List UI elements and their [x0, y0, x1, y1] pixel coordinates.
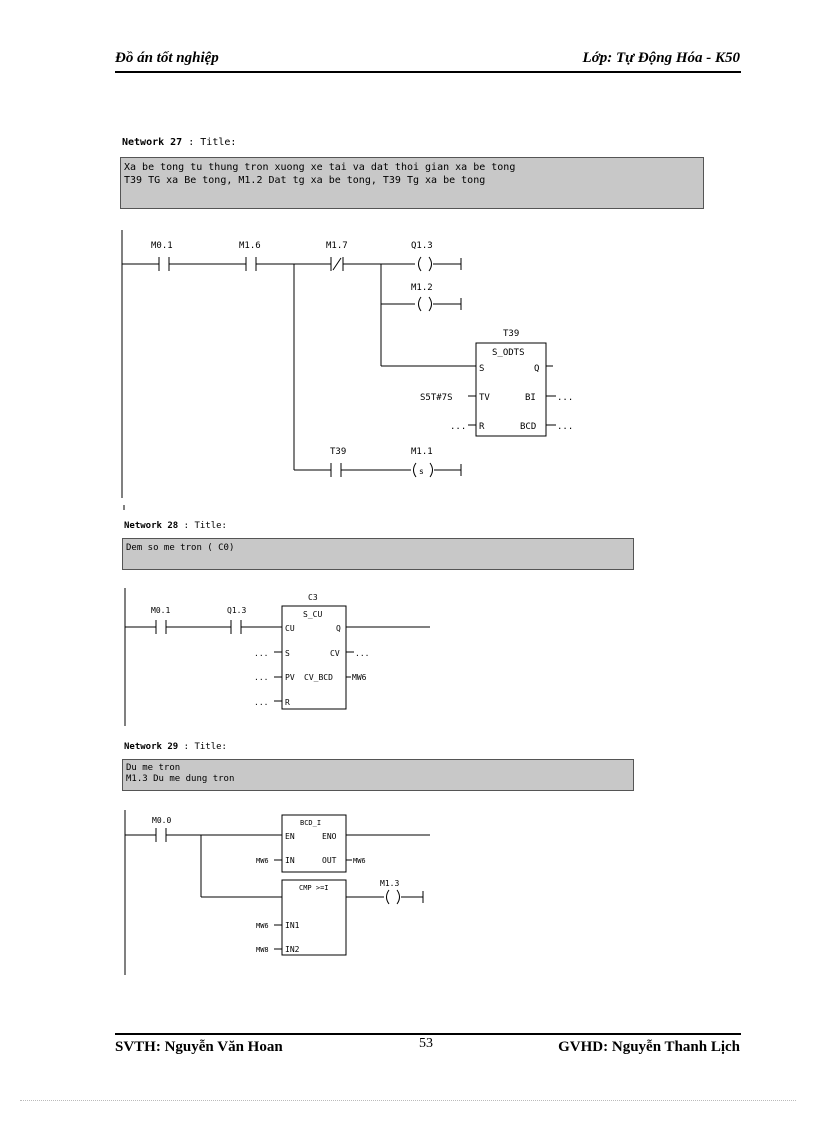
svg-text:...: ...	[355, 649, 369, 658]
svg-text:M1.3: M1.3	[380, 879, 399, 888]
svg-text:MW8: MW8	[256, 946, 269, 954]
network-28-title: Network 28 : Title:	[124, 521, 227, 531]
network-28-title-text: : Title:	[178, 521, 227, 531]
svg-text:ENO: ENO	[322, 832, 337, 841]
contact-m0-1: M0.1	[151, 606, 170, 634]
svg-text:...: ...	[450, 422, 466, 432]
footer-left-text: SVTH: Nguyễn Văn Hoan	[115, 1039, 283, 1055]
svg-text:Q1.3: Q1.3	[227, 606, 246, 615]
svg-text:s: s	[419, 467, 424, 476]
bcd-type: BCD_I	[300, 819, 321, 827]
network-27-comment: Xa be tong tu thung tron xuong xe tai va…	[120, 157, 704, 209]
contact-m0-0: M0.0	[152, 816, 171, 842]
contact-q1-3: Q1.3	[227, 606, 246, 634]
svg-text:CV_BCD: CV_BCD	[304, 673, 333, 682]
header-left-text: Đồ án tốt nghiệp	[115, 50, 219, 66]
svg-text:PV: PV	[285, 673, 295, 682]
contact-label: M0.1	[151, 241, 173, 251]
page-edge-divider	[20, 1100, 796, 1101]
coil-m1-2: M1.2	[411, 283, 433, 312]
contact-m1-7-nc: M1.7	[326, 241, 348, 271]
svg-text:...: ...	[254, 698, 268, 707]
svg-text:CU: CU	[285, 624, 295, 633]
svg-text:Q: Q	[336, 624, 341, 633]
network-29-title-text: : Title:	[178, 742, 227, 752]
svg-text:...: ...	[557, 393, 573, 403]
bcd-i-box: BCD_I EN ENO IN MW6 OUT MW6	[256, 814, 430, 873]
header-right-text: Lớp: Tự Động Hóa - K50	[582, 50, 740, 66]
svg-text:BI: BI	[525, 393, 536, 403]
svg-text:Q: Q	[534, 364, 539, 374]
svg-text:M0.1: M0.1	[151, 606, 170, 615]
coil-label: M1.2	[411, 283, 433, 293]
coil-label: M1.1	[411, 447, 433, 457]
contact-label: T39	[330, 447, 346, 457]
svg-text:IN: IN	[285, 856, 295, 865]
page-number: 53	[419, 1036, 433, 1051]
svg-text:R: R	[479, 422, 485, 432]
header-rule	[115, 71, 741, 73]
network-27-title: Network 27 : Title:	[122, 137, 236, 148]
svg-text:EN: EN	[285, 832, 295, 841]
contact-label: M1.7	[326, 241, 348, 251]
svg-text:...: ...	[557, 422, 573, 432]
timer-name: T39	[503, 329, 519, 339]
coil-m1-1-set: s M1.1	[411, 447, 433, 478]
svg-text:M0.0: M0.0	[152, 816, 171, 825]
svg-text:OUT: OUT	[322, 856, 337, 865]
coil-q1-3: Q1.3	[411, 241, 433, 272]
counter-type: S_CU	[303, 610, 322, 619]
svg-text:S: S	[479, 364, 484, 374]
network-27-ladder: M0.1 M1.6 M1.7 Q1.3 M1.2	[121, 230, 573, 510]
network-29-title: Network 29 : Title:	[124, 742, 227, 752]
contact-m1-6: M1.6	[239, 241, 261, 271]
counter-name: C3	[308, 593, 318, 602]
footer-rule	[115, 1033, 741, 1035]
svg-text:R: R	[285, 698, 290, 707]
network-28-comment: Dem so me tron ( C0)	[122, 538, 634, 570]
svg-text:...: ...	[254, 673, 268, 682]
contact-t39: T39	[330, 447, 346, 477]
timer-tv-value: S5T#7S	[420, 393, 453, 403]
svg-text:S: S	[285, 649, 290, 658]
cmp-type: CMP >=I	[299, 884, 329, 892]
svg-text:MW6: MW6	[352, 673, 367, 682]
network-29-comment: Du me tron M1.3 Du me dung tron	[122, 759, 634, 791]
timer-type: S_ODTS	[492, 348, 525, 358]
svg-text:MW6: MW6	[353, 857, 366, 865]
svg-text:BCD: BCD	[520, 422, 536, 432]
network-28-ladder: M0.1 Q1.3 C3 S_CU CU Q S ... CV ... PV .…	[124, 588, 430, 726]
timer-t39: T39 S_ODTS S Q TV BI ... S5T#7S R BCD ..…	[420, 329, 573, 437]
network-27-title-text: : Title:	[182, 137, 237, 148]
network-28-label: Network 28	[124, 521, 179, 531]
network-29-ladder: M0.0 BCD_I EN ENO IN MW6 OUT MW6 CMP >=I…	[124, 810, 430, 975]
svg-text:CV: CV	[330, 649, 340, 658]
coil-label: Q1.3	[411, 241, 433, 251]
svg-text:MW6: MW6	[256, 857, 269, 865]
contact-m0-1: M0.1	[151, 241, 173, 271]
coil-m1-3: M1.3	[380, 879, 400, 905]
svg-text:IN2: IN2	[285, 945, 300, 954]
footer-right-text: GVHD: Nguyễn Thanh Lịch	[558, 1039, 740, 1055]
counter-c3: C3 S_CU CU Q S ... CV ... PV ... CV_BCD …	[254, 593, 430, 710]
svg-text:TV: TV	[479, 393, 490, 403]
svg-text:IN1: IN1	[285, 921, 300, 930]
svg-text:MW6: MW6	[256, 922, 269, 930]
contact-label: M1.6	[239, 241, 261, 251]
network-27-label: Network 27	[122, 137, 183, 148]
network-29-label: Network 29	[124, 742, 179, 752]
svg-text:...: ...	[254, 649, 268, 658]
cmp-ge-box: CMP >=I IN1 MW6 IN2 MW8	[256, 879, 347, 956]
